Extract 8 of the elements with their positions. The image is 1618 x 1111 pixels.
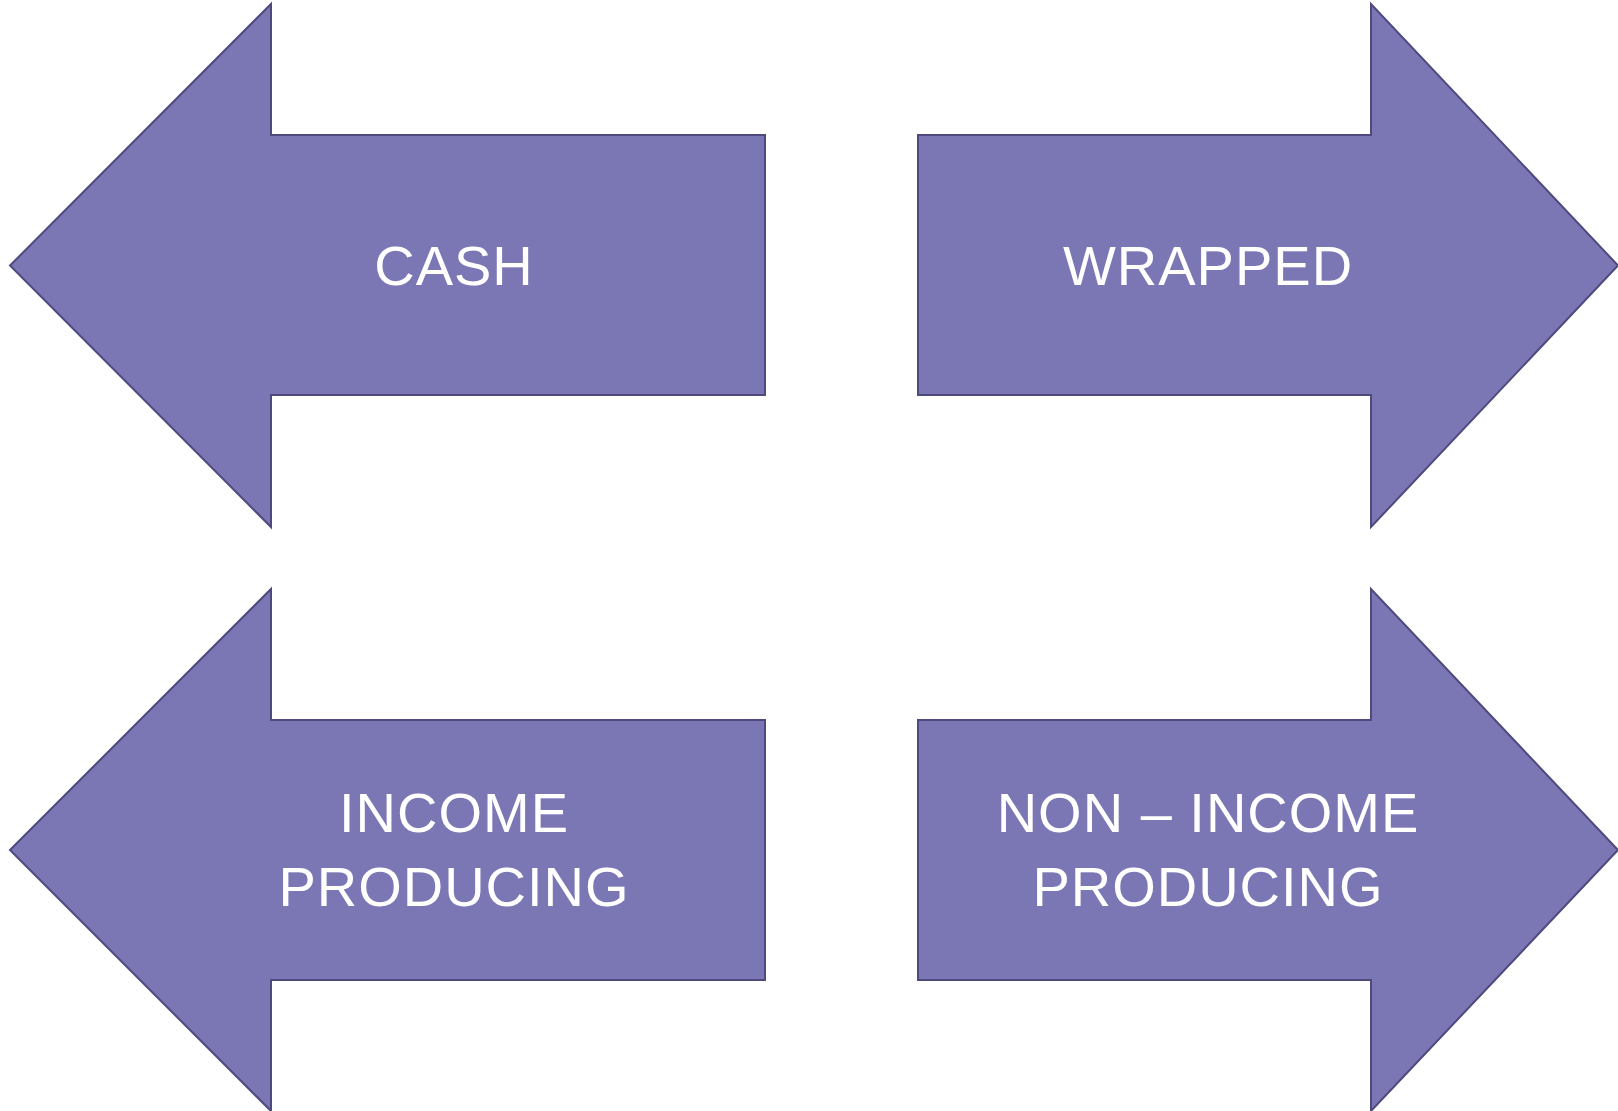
left-arrow xyxy=(10,589,765,1111)
arrow-label: WRAPPED xyxy=(1062,232,1354,299)
arrow-label: NON – INCOME PRODUCING xyxy=(995,780,1421,920)
right-arrow xyxy=(918,4,1618,527)
arrow-label: INCOME PRODUCING xyxy=(277,780,631,920)
right-arrow xyxy=(918,589,1618,1111)
left-arrow xyxy=(10,4,765,527)
arrow-label: CASH xyxy=(374,232,534,299)
